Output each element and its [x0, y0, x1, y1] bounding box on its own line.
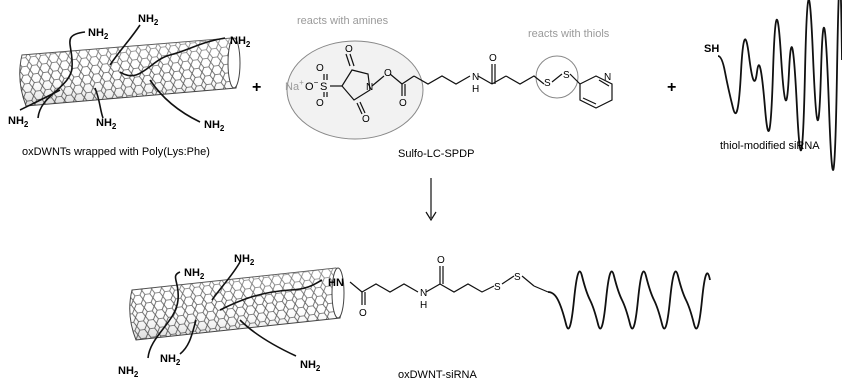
linker-caption: Sulfo-LC-SPDP — [398, 148, 474, 160]
nanotube-product: NH2 NH2 NH2 NH2 NH2 — [118, 253, 345, 379]
svg-text:Na+: Na+ — [285, 78, 304, 93]
svg-text:N: N — [420, 288, 427, 299]
svg-text:NH2: NH2 — [138, 13, 159, 27]
nanotube-reactant: NH2 NH2 NH2 NH2 NH2 NH2 oxDWNTs wrapped … — [8, 13, 251, 158]
sirna-caption: thiol-modified siRNA — [720, 140, 820, 152]
product-sirna-wave — [547, 270, 711, 330]
svg-text:NH2: NH2 — [8, 115, 29, 129]
svg-text:N: N — [604, 72, 611, 83]
product-linker: HN O N H O S S oxDWNT-siRNA — [328, 255, 711, 381]
disulfide-ring — [535, 55, 579, 99]
svg-text:O: O — [316, 63, 324, 74]
svg-text:NH2: NH2 — [160, 353, 181, 367]
svg-text:HN: HN — [328, 277, 344, 289]
svg-text:S: S — [514, 272, 521, 283]
svg-text:NH2: NH2 — [88, 27, 109, 41]
svg-text:O: O — [489, 53, 497, 64]
svg-text:S: S — [544, 78, 551, 89]
svg-text:NH2: NH2 — [300, 359, 321, 373]
svg-text:S: S — [494, 282, 501, 293]
reaction-arrow — [425, 178, 437, 222]
svg-text:O: O — [359, 308, 367, 319]
svg-text:NH2: NH2 — [96, 117, 117, 131]
thiol-label: SH — [704, 43, 719, 55]
thiol-sirna: SH thiol-modified siRNA — [704, 0, 842, 171]
svg-text:NH2: NH2 — [118, 365, 139, 379]
svg-text:N: N — [366, 82, 373, 93]
svg-text:O: O — [316, 98, 324, 109]
svg-text:H: H — [472, 84, 479, 95]
linker-molecule: reacts with amines reacts with thiols Na… — [285, 15, 613, 160]
plus-sign-1: + — [252, 79, 261, 96]
svg-text:H: H — [420, 300, 427, 311]
svg-text:O: O — [399, 98, 407, 109]
product-caption: oxDWNT-siRNA — [398, 369, 477, 381]
nanotube-caption: oxDWNTs wrapped with Poly(Lys:Phe) — [22, 146, 210, 158]
sirna-wave — [717, 0, 842, 171]
amines-annotation: reacts with amines — [297, 15, 389, 27]
amine-reactive-ring — [286, 40, 424, 140]
svg-text:S: S — [320, 81, 327, 93]
svg-text:NH2: NH2 — [204, 119, 225, 133]
svg-text:S: S — [563, 70, 570, 81]
svg-text:O: O — [345, 44, 353, 55]
svg-text:NH2: NH2 — [230, 35, 251, 49]
svg-text:O: O — [362, 114, 370, 125]
svg-text:NH2: NH2 — [234, 253, 255, 267]
plus-sign-2: + — [667, 79, 676, 96]
svg-text:O: O — [437, 255, 445, 266]
svg-text:N: N — [472, 72, 479, 83]
svg-text:NH2: NH2 — [184, 267, 205, 281]
svg-text:O: O — [384, 68, 392, 79]
thiols-annotation: reacts with thiols — [528, 28, 610, 40]
amine-label: NH — [88, 27, 104, 39]
svg-text:O−: O− — [305, 78, 319, 93]
